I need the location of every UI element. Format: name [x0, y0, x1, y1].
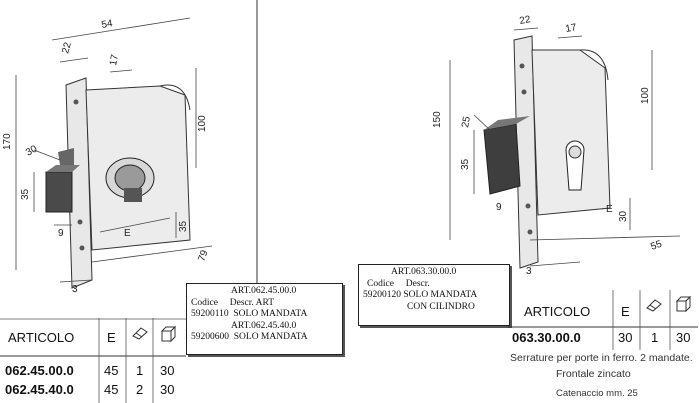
row-1-articolo: 062.45.00.0	[5, 363, 74, 378]
label-line: ART.062.45.40.0	[231, 320, 297, 331]
right-dim-25: 25	[460, 115, 473, 128]
row-1-e: 45	[104, 363, 119, 378]
left-dim-100: 100	[197, 115, 208, 132]
left-dim-9: 9	[58, 228, 64, 239]
left-dim-35: 35	[20, 188, 31, 200]
table-header-articolo: ARTICOLO	[8, 330, 75, 345]
caption-line-2: Frontale zincato	[556, 368, 631, 380]
left-lock-drawing: 54 22 17 170 100 30 35 9 E 35 79 3	[0, 0, 258, 303]
row-b: 30	[676, 330, 691, 345]
eraser-icon	[646, 299, 662, 312]
right-dim-3: 3	[526, 266, 532, 277]
row-2-b2: 30	[160, 382, 175, 397]
right-dim-55: 55	[649, 239, 664, 253]
table-rules	[0, 318, 186, 403]
right-dim-17: 17	[565, 22, 578, 35]
box-icon	[160, 326, 177, 342]
right-dim-9: 9	[496, 202, 502, 213]
right-dim-150: 150	[432, 111, 443, 128]
label-line: ART.062.45.00.0	[231, 286, 297, 296]
label-line: ART.063.30.00.0	[391, 267, 457, 277]
label-line: 59200600 SOLO MANDATA	[191, 332, 308, 342]
left-dim-35b: 35	[178, 220, 189, 232]
label-line: Codice Descr.	[367, 278, 430, 289]
right-dim-100: 100	[640, 87, 651, 104]
caption-line-3: Catenaccio mm. 25	[556, 388, 638, 399]
left-dim-170: 170	[2, 133, 13, 150]
caption-line-1: Serrature per porte in ferro. 2 mandate.	[510, 352, 693, 364]
row-2-e: 45	[104, 382, 119, 397]
table-rules	[508, 290, 698, 350]
right-dim-22: 22	[519, 14, 532, 27]
row-2-b1: 2	[136, 382, 144, 397]
left-article-table: ARTICOLO E 062.45.00.0 45 1 30 062.45.40…	[0, 318, 188, 403]
label-line: 59200110 SOLO MANDATA	[191, 309, 308, 319]
left-dim-17: 17	[108, 53, 121, 66]
table-header-e: E	[107, 330, 116, 345]
left-article-label: ART.062.45.00.0 Codice Descr. ART 592001…	[186, 283, 343, 355]
label-line: Codice Descr. ART	[191, 297, 275, 308]
right-dim-e: E	[606, 204, 613, 215]
left-dim-3: 3	[72, 284, 78, 295]
right-article-label: ART.063.30.00.0 Codice Descr. 59200120 S…	[358, 264, 510, 326]
label-line: 59200120 SOLO MANDATA	[363, 290, 478, 300]
table-header-e: E	[621, 304, 630, 319]
row-articolo: 063.30.00.0	[512, 330, 581, 345]
left-dim-54: 54	[101, 18, 114, 31]
row-e: 30	[618, 330, 633, 345]
right-dim-35: 35	[460, 158, 471, 170]
left-dim-22: 22	[60, 41, 74, 55]
right-article-table: ARTICOLO E 063.30.00.0 30 1 30	[508, 290, 699, 350]
table-header-articolo: ARTICOLO	[524, 304, 591, 319]
row-a: 1	[651, 330, 659, 345]
right-dim-30: 30	[618, 210, 629, 222]
left-dim-79: 79	[196, 248, 210, 263]
left-dim-30: 30	[24, 143, 40, 158]
row-2-articolo: 062.45.40.0	[5, 382, 74, 397]
eraser-icon	[132, 327, 148, 340]
right-lock-drawing: 22 17 150 100 25 35 9 E 30 55 3	[432, 14, 681, 277]
box-icon	[675, 296, 692, 312]
left-dim-e: E	[124, 228, 131, 239]
label-line: CON CILINDRO	[407, 301, 475, 312]
row-1-b: 30	[160, 363, 175, 378]
row-1-a: 1	[136, 363, 144, 378]
